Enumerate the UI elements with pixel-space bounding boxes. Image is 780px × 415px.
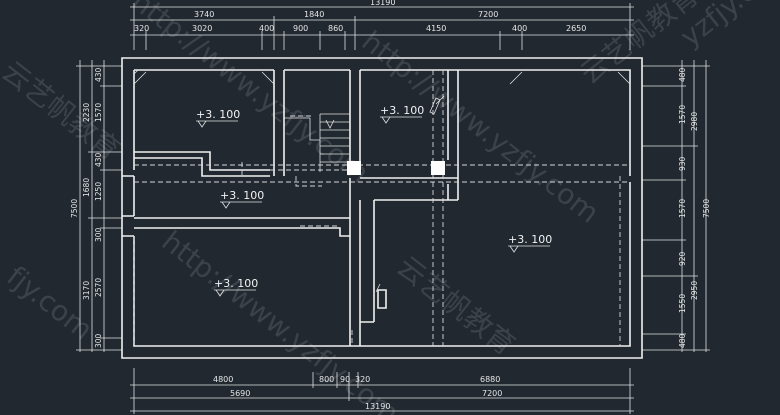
left-a-6: 2570 — [94, 278, 103, 297]
level-label: +3. 100 — [508, 233, 552, 246]
top-dim-1: 3740 — [194, 10, 214, 19]
right-a-6: 1550 — [678, 294, 687, 313]
left-b-1: 2230 — [82, 103, 91, 122]
left-a-5: 300 — [94, 227, 103, 242]
level-label: +3. 100 — [214, 277, 258, 290]
left-total-dim: 7500 — [70, 199, 79, 218]
watermark-brand-left: 云艺帆教育 — [0, 55, 126, 167]
top-dimensions: 13190 3740 1840 7200 320 3020 400 900 86… — [130, 0, 634, 50]
bottom-dim-2: 800 — [319, 375, 334, 384]
left-b-3: 3170 — [82, 281, 91, 300]
level-marker-3: +3. 100 — [220, 189, 264, 209]
top-seg-5: 860 — [328, 24, 343, 33]
watermark-url-bottom: http://www.yzfjy.com — [156, 225, 406, 415]
door-detail — [375, 95, 445, 293]
watermark-brand-bottom: 云艺帆教育 — [391, 250, 522, 362]
bottom-sub-2: 7200 — [482, 389, 502, 398]
right-b-2: 2950 — [690, 281, 699, 300]
level-marker-2: +3. 100 — [380, 104, 424, 124]
level-marker-1: +3. 100 — [196, 108, 240, 128]
stair-block — [284, 113, 350, 172]
top-seg-7: 400 — [512, 24, 527, 33]
left-a-1: 430 — [94, 67, 103, 82]
bottom-dim-1: 4800 — [213, 375, 233, 384]
bottom-dim-5: 6880 — [480, 375, 500, 384]
column-center-left — [347, 161, 361, 175]
left-a-3: 430 — [94, 152, 103, 167]
bottom-dimensions: 4800 800 90 320 6880 5690 7200 13190 — [130, 368, 634, 414]
top-seg-3: 400 — [259, 24, 274, 33]
walls — [121, 57, 643, 359]
left-a-7: 300 — [94, 333, 103, 348]
right-total-dim: 7500 — [702, 199, 711, 218]
right-b-1: 2980 — [690, 112, 699, 131]
columns — [347, 161, 445, 175]
level-marker-4: +3. 100 — [508, 233, 552, 253]
beam-lines — [133, 70, 630, 346]
left-dimensions: 7500 2230 1680 3170 430 1570 430 1250 30… — [70, 60, 122, 352]
level-label: +3. 100 — [220, 189, 264, 202]
right-a-3: 930 — [678, 156, 687, 171]
bottom-total-dim: 13190 — [365, 402, 390, 411]
top-seg-2: 3020 — [192, 24, 212, 33]
right-dimensions: 480 1570 930 1570 920 1550 480 2980 2950… — [642, 60, 711, 352]
left-a-4: 1250 — [94, 182, 103, 201]
level-label: +3. 100 — [196, 108, 240, 121]
right-a-4: 1570 — [678, 199, 687, 218]
column-center-right — [431, 161, 445, 175]
left-b-2: 1680 — [82, 178, 91, 197]
right-a-1: 480 — [678, 67, 687, 82]
top-total-dim: 13190 — [370, 0, 395, 7]
bottom-dim-4: 320 — [355, 375, 370, 384]
left-a-2: 1570 — [94, 103, 103, 122]
bottom-dim-3: 90 — [340, 375, 350, 384]
bottom-sub-1: 5690 — [230, 389, 250, 398]
corner-marks — [133, 69, 631, 85]
right-a-7: 480 — [678, 333, 687, 348]
top-dim-3: 7200 — [478, 10, 498, 19]
right-a-2: 1570 — [678, 105, 687, 124]
level-marker-5: +3. 100 — [214, 277, 258, 297]
top-seg-4: 900 — [293, 24, 308, 33]
watermark-url-center: http://www.yzfjy.com — [356, 25, 606, 230]
watermark-url-lower-left: fjy.com — [1, 260, 99, 347]
right-a-5: 920 — [678, 251, 687, 266]
level-label: +3. 100 — [380, 104, 424, 117]
top-seg-1: 320 — [134, 24, 149, 33]
top-seg-6: 4150 — [426, 24, 446, 33]
top-dim-2: 1840 — [304, 10, 324, 19]
top-seg-8: 2650 — [566, 24, 586, 33]
